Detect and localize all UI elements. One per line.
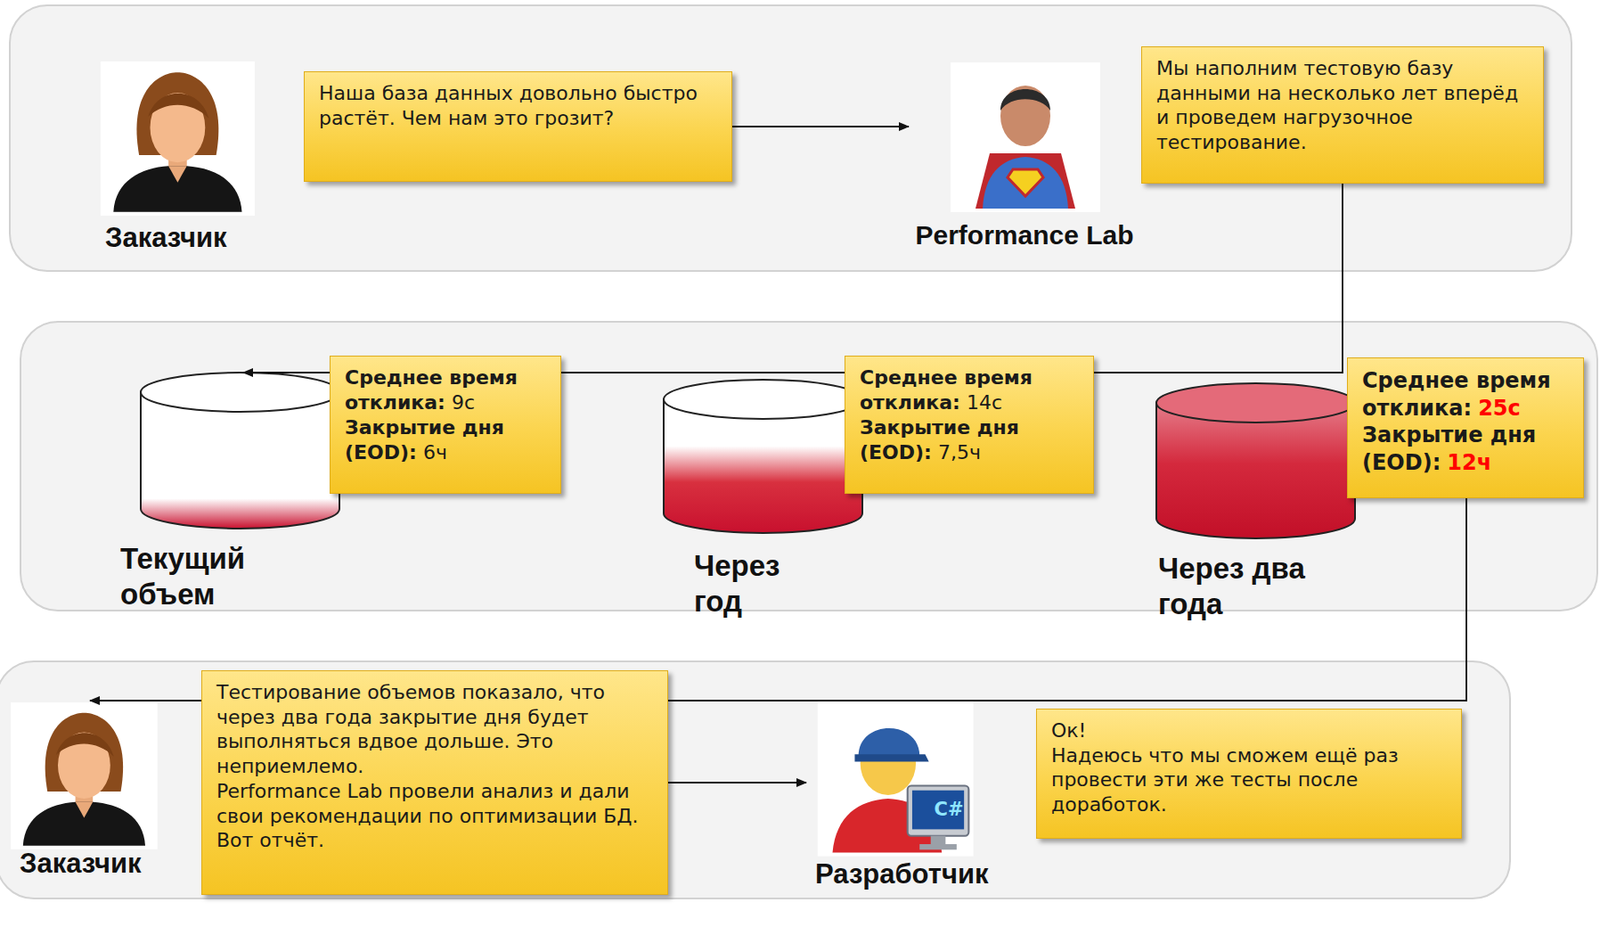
role-label: Заказчик	[105, 220, 275, 254]
role-label: Разработчик	[815, 857, 1021, 890]
performance-lab-icon	[950, 62, 1101, 213]
panel-bands	[0, 5, 1598, 898]
metric-value: 12ч	[1446, 449, 1492, 475]
metric-value: 14с	[966, 391, 1003, 414]
note-text: Тестирование объемов показало, что через…	[216, 679, 654, 779]
note-text: Ок!	[1051, 718, 1447, 743]
database-cylinder	[663, 379, 863, 533]
database-cylinder	[1156, 383, 1356, 539]
metric-label: Среднее время отклика:	[344, 366, 518, 414]
note-text: Мы наполним тестовую базу данными на нес…	[1156, 56, 1529, 156]
flow-arrow	[243, 183, 1343, 373]
volume-label: Через два года	[1158, 550, 1337, 621]
metrics-note: Среднее время отклика:9сЗакрытие дня (EO…	[329, 355, 562, 494]
developer-figure: Разработчик	[806, 705, 1021, 902]
metric-label: Среднее время отклика:	[859, 366, 1033, 414]
metric-label: Среднее время отклика:	[1362, 367, 1552, 421]
metric-value: 25с	[1477, 395, 1521, 421]
speech-note: Тестирование объемов показало, что через…	[201, 669, 669, 895]
metric-line: Среднее время отклика:14с	[859, 365, 1079, 416]
metric-line: Закрытие дня (EOD):6ч	[344, 415, 547, 466]
customer-figure: Заказчик	[97, 62, 277, 259]
performance-lab-figure: Performance Lab	[908, 62, 1141, 259]
customer-icon	[10, 702, 158, 849]
metric-value: 9с	[451, 391, 475, 414]
flow-arrow	[668, 781, 807, 784]
role-label: Performance Lab	[908, 219, 1141, 252]
database-node: Через два года	[1156, 383, 1380, 625]
note-text: Performance Lab провели анализ и дали св…	[216, 778, 654, 853]
metrics-note: Среднее время отклика:25сЗакрытие дня (E…	[1346, 357, 1584, 498]
monitor-text: C#	[917, 798, 980, 820]
metric-line: Среднее время отклика:9с	[344, 365, 547, 416]
metric-line: Закрытие дня (EOD):7,5ч	[859, 415, 1079, 466]
customer-figure: Заказчик	[7, 700, 186, 897]
role-label: Заказчик	[19, 846, 186, 880]
speech-note: Наша база данных довольно быстро растёт.…	[303, 71, 733, 182]
customer-icon	[100, 61, 255, 216]
metric-line: Закрытие дня (EOD):12ч	[1362, 421, 1569, 476]
metric-value: 6ч	[423, 440, 448, 464]
note-text: Наша база данных довольно быстро растёт.…	[318, 81, 718, 131]
metrics-note: Среднее время отклика:14сЗакрытие дня (E…	[844, 355, 1094, 494]
developer-icon	[817, 700, 974, 857]
metric-value: 7,5ч	[938, 440, 981, 464]
metric-line: Среднее время отклика:25с	[1362, 367, 1569, 422]
speech-note: Ок!Надеюсь что мы сможем ещё раз провест…	[1036, 708, 1462, 839]
volume-label: Через год	[693, 547, 828, 619]
speech-note: Мы наполним тестовую базу данными на нес…	[1141, 46, 1544, 184]
volume-label: Текущий объем	[120, 540, 299, 612]
note-text: Надеюсь что мы сможем ещё раз провести э…	[1051, 742, 1447, 817]
database-cylinder	[140, 372, 340, 529]
flow-arrow	[732, 125, 909, 128]
database-node: Текущий объем	[115, 372, 348, 615]
